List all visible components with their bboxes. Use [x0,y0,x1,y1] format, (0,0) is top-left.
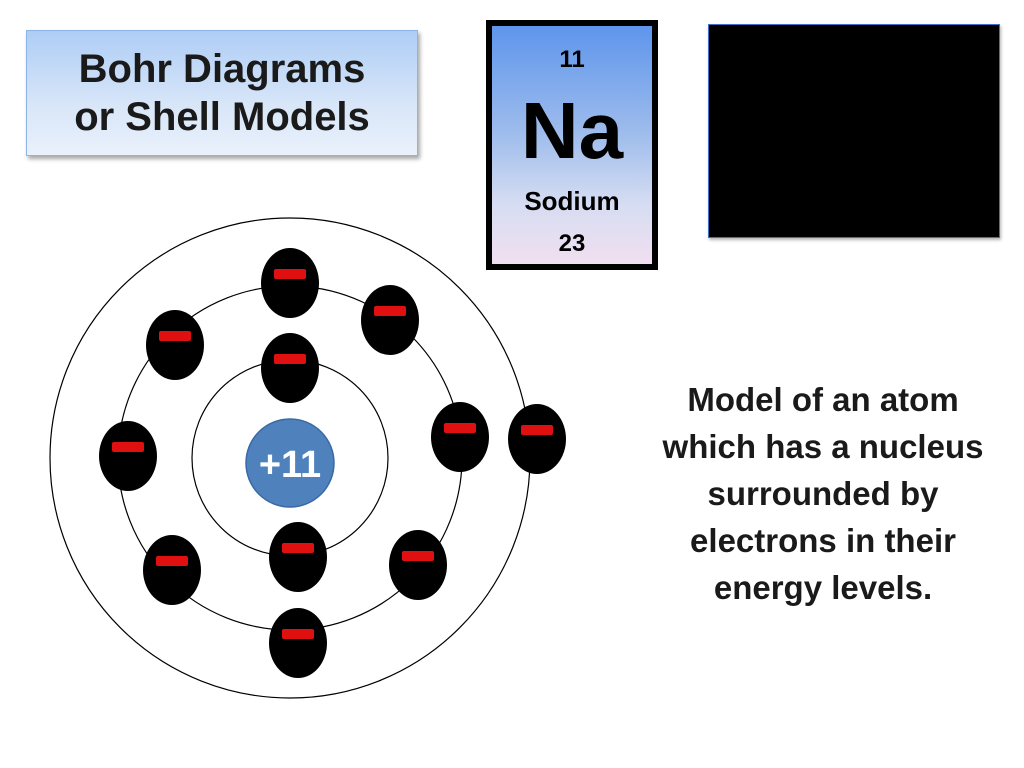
electron-body [261,248,319,318]
minus-sign-icon [112,442,144,452]
atomic-mass: 23 [558,230,586,257]
electron [269,522,327,592]
minus-sign-icon [444,423,476,433]
description-line-1: Model of an atom [687,381,959,418]
electron [431,402,489,472]
minus-sign-icon [374,306,406,316]
electron-body [431,402,489,472]
minus-sign-icon [159,331,191,341]
element-symbol: Na [520,86,624,175]
minus-sign-icon [156,556,188,566]
electron-body [389,530,447,600]
electron [389,530,447,600]
electron-body [269,522,327,592]
minus-sign-icon [274,354,306,364]
electron [143,535,201,605]
blank-image-box [708,24,1000,238]
description-line-2: which has a nucleus [662,428,984,465]
electron [99,421,157,491]
description-line-5: energy levels. [713,569,933,606]
electron-body [143,535,201,605]
minus-sign-icon [402,551,434,561]
description-text: Model of an atom which has a nucleus sur… [638,376,1008,611]
minus-sign-icon [274,269,306,279]
electron [508,404,566,474]
minus-sign-icon [521,425,553,435]
electrons-group [99,248,566,678]
electron [269,608,327,678]
description-line-4: electrons in their [690,522,956,559]
electron [361,285,419,355]
electron-body [146,310,204,380]
minus-sign-icon [282,543,314,553]
electron [146,310,204,380]
electron [261,248,319,318]
description-line-3: surrounded by [707,475,939,512]
minus-sign-icon [282,629,314,639]
electron-body [361,285,419,355]
electron-body [269,608,327,678]
nucleus [245,418,335,508]
electron-body [508,404,566,474]
title-line-2: or Shell Models [74,95,370,139]
atomic-number: 11 [559,46,585,73]
electron-body [261,333,319,403]
electron-body [99,421,157,491]
electron [261,333,319,403]
element-name: Sodium [524,186,620,216]
nucleus-charge-label: +11 [259,444,321,486]
title-line-1: Bohr Diagrams [78,47,366,91]
title-box: Bohr Diagrams or Shell Models [26,30,418,156]
element-tile-sodium: 11 Na Sodium 23 [486,20,658,270]
